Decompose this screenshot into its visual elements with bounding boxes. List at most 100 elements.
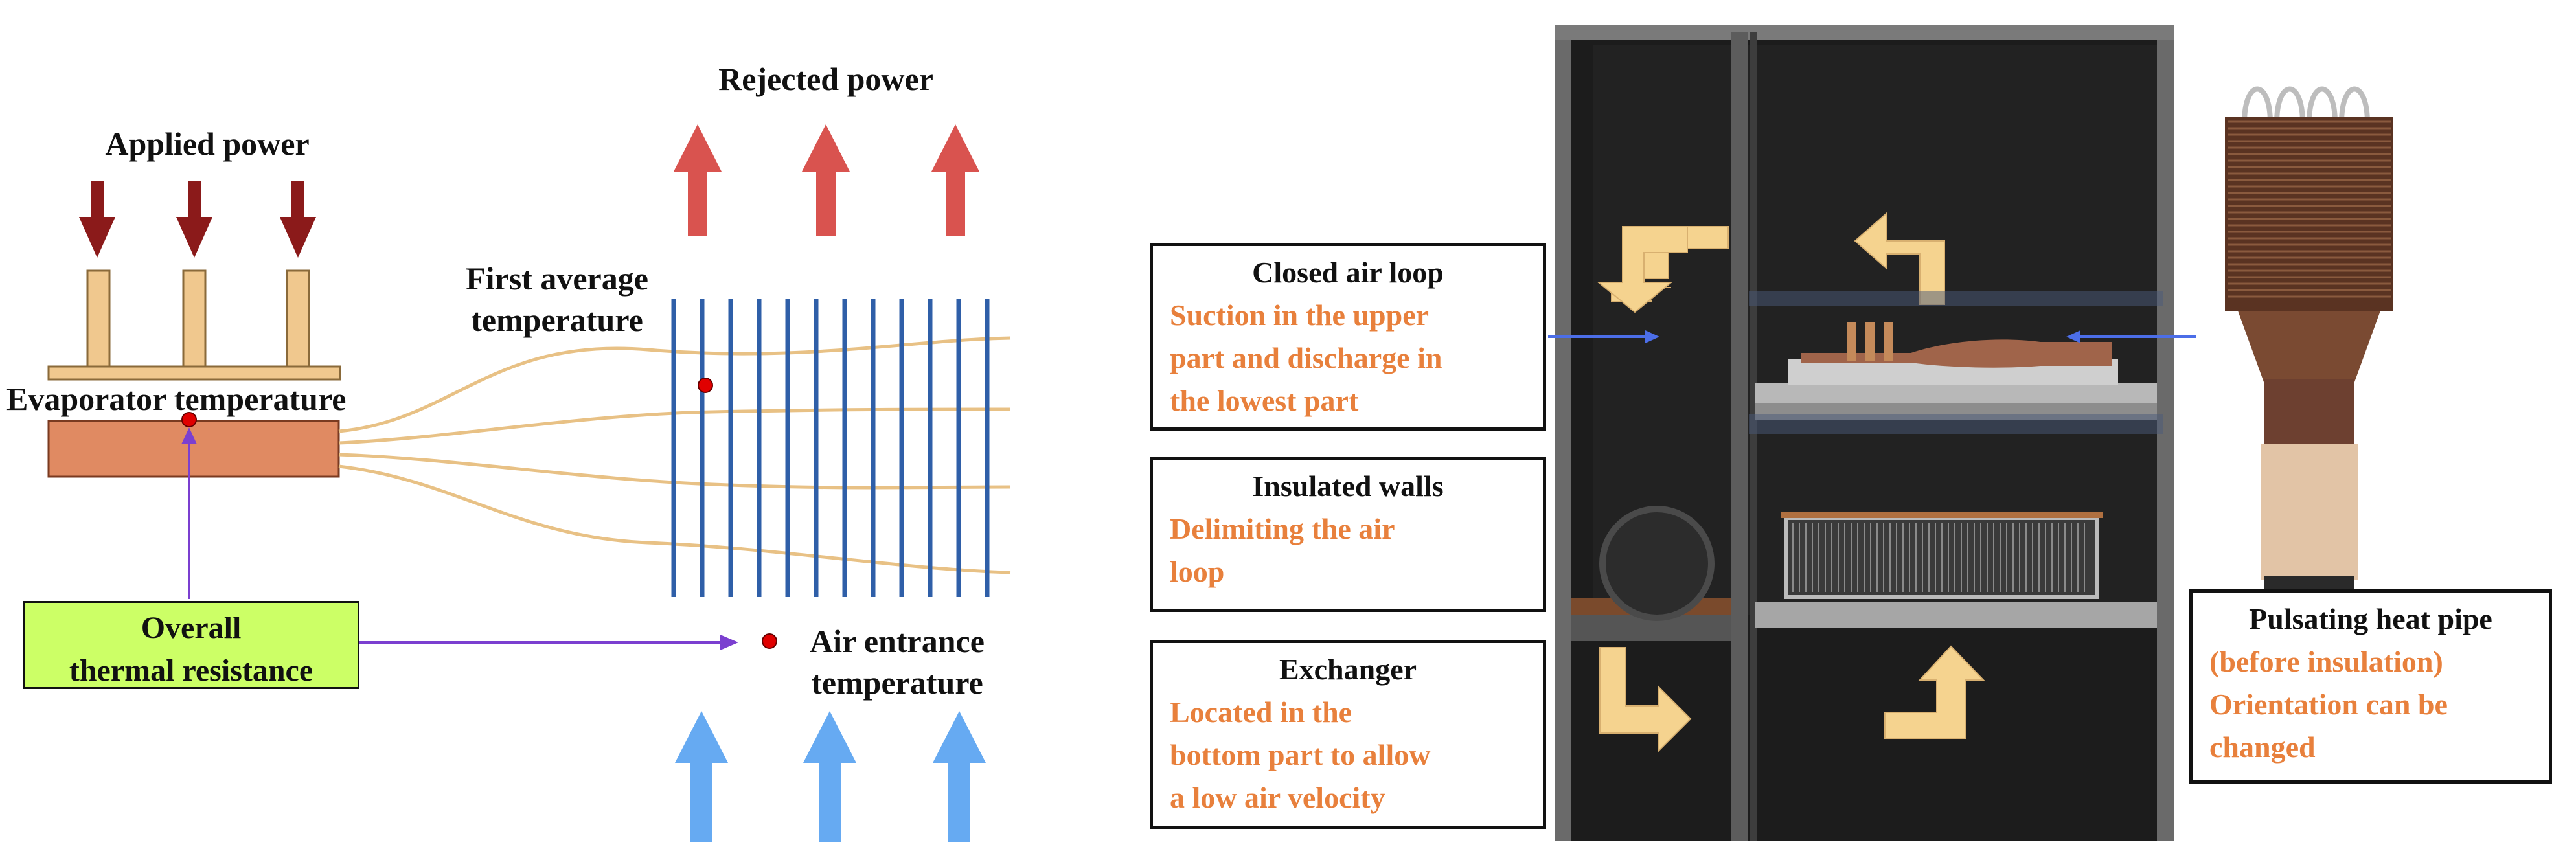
body-line: the lowest part xyxy=(1170,384,1359,417)
exchanger-pipe xyxy=(1781,512,2103,518)
callout-closed-air-loop: Closed air loop Suction in the upper par… xyxy=(1150,243,1546,431)
body-line: (before insulation) xyxy=(2209,645,2443,678)
callout-body: Delimiting the air loop xyxy=(1170,508,1526,593)
arrow-down-icon xyxy=(79,181,115,258)
callout-body: Located in the bottom part to allow a lo… xyxy=(1170,691,1526,819)
loop xyxy=(2242,86,2273,124)
lower-shelf xyxy=(1755,602,2157,628)
pointer-head xyxy=(1645,330,1659,343)
air-entrance-temperature-label: Air entrance temperature xyxy=(777,620,1017,703)
pipe-line xyxy=(338,453,1011,490)
php-fin-block xyxy=(2225,117,2393,311)
first-average-temp-marker xyxy=(698,378,713,393)
overlay-band xyxy=(1749,414,2163,434)
frame-mid-post xyxy=(1731,32,1748,841)
loop xyxy=(2274,86,2305,124)
arrow-up-icon xyxy=(933,711,986,842)
air-entrance-line-2: temperature xyxy=(811,664,983,701)
rig-clamp xyxy=(1847,322,1856,361)
body-line: Located in the xyxy=(1170,696,1352,729)
fin-lines xyxy=(671,299,990,597)
body-line: Suction in the upper xyxy=(1170,299,1430,332)
pin xyxy=(286,269,310,369)
body-line: bottom part to allow xyxy=(1170,738,1431,771)
elbow-arrow-icon xyxy=(1599,647,1692,753)
air-inlet-arrows xyxy=(675,711,986,842)
callout-pointers xyxy=(1548,330,2196,343)
callout-insulated-walls: Insulated walls Delimiting the air loop xyxy=(1150,457,1546,612)
arrow-head xyxy=(720,635,738,650)
resistance-line-2: thermal resistance xyxy=(69,653,313,688)
body-line: Delimiting the air xyxy=(1170,512,1395,545)
body-line: loop xyxy=(1170,555,1225,588)
body-line: Orientation can be xyxy=(2209,688,2448,721)
thermal-schematic xyxy=(47,124,1011,842)
heat-pipe-pins xyxy=(47,269,341,381)
callout-title: Insulated walls xyxy=(1252,470,1444,503)
callout-body: Suction in the upper part and discharge … xyxy=(1170,294,1526,422)
fan-unit xyxy=(1599,506,1715,621)
pin xyxy=(86,269,111,369)
upper-shelf xyxy=(1755,383,2157,403)
callout-body: (before insulation) Orientation can be c… xyxy=(2209,640,2532,769)
pipe-line xyxy=(338,464,1011,574)
body-line: part and discharge in xyxy=(1170,341,1442,374)
rejected-power-label: Rejected power xyxy=(718,61,933,97)
evaporator-temp-marker xyxy=(181,412,197,427)
exchanger-fins xyxy=(1792,523,2085,592)
rejected-power-arrows xyxy=(674,124,979,236)
frame-top xyxy=(1555,25,2174,40)
elbow-arrow-icon xyxy=(1884,645,1985,739)
first-average-line-2: temperature xyxy=(471,302,643,338)
pipe-line xyxy=(338,336,1011,433)
php-insulation xyxy=(2261,444,2358,580)
arrow-up-icon xyxy=(674,124,722,236)
first-average-temperature-label: First average temperature xyxy=(421,258,693,341)
resistance-indicators xyxy=(181,427,738,650)
arrow-up-icon xyxy=(803,711,856,842)
frame-left xyxy=(1555,25,1571,841)
evaporator-block xyxy=(47,420,340,478)
callout-title: Closed air loop xyxy=(1252,256,1444,289)
loop xyxy=(2339,86,2370,124)
pulsating-heat-pipe-photo xyxy=(2225,86,2393,600)
php-loops xyxy=(2242,86,2370,124)
arrow-up-icon xyxy=(802,124,850,236)
evaporator-temperature-label: Evaporator temperature xyxy=(6,381,347,417)
top-plate xyxy=(47,365,341,381)
frame-post-2 xyxy=(1750,32,1757,841)
arrow-head xyxy=(181,427,197,444)
overall-thermal-resistance-box: Overall thermal resistance xyxy=(23,601,359,689)
callout-pulsating-heat-pipe: Pulsating heat pipe (before insulation) … xyxy=(2189,589,2552,784)
php-neck xyxy=(2238,311,2380,382)
first-average-line-1: First average xyxy=(466,260,648,297)
arrow-up-icon xyxy=(675,711,728,842)
airflow-loop-arrows xyxy=(1597,212,1985,753)
air-entrance-line-1: Air entrance xyxy=(810,623,985,659)
arrow-up-icon xyxy=(931,124,979,236)
air-entrance-temp-marker xyxy=(762,633,777,649)
heat-pipe-lines xyxy=(338,336,1011,574)
rig-heat-pipe xyxy=(1801,339,2112,368)
pin xyxy=(182,269,207,369)
body-line: changed xyxy=(2209,730,2316,764)
applied-power-arrows xyxy=(79,181,316,258)
overlay-band xyxy=(1749,291,2163,306)
callout-title: Exchanger xyxy=(1279,653,1417,686)
pipe-line xyxy=(338,407,1011,445)
elbow-arrow-icon xyxy=(1854,212,1945,305)
body-line: a low air velocity xyxy=(1170,781,1385,814)
pointer-head xyxy=(2066,330,2080,343)
arrow-down-icon xyxy=(280,181,316,258)
arrow-down-icon xyxy=(176,181,212,258)
applied-power-label: Applied power xyxy=(105,126,310,162)
test-bench-photo xyxy=(1548,25,2196,841)
php-fins xyxy=(2228,120,2391,298)
elbow-arrow-icon xyxy=(1597,226,1688,313)
rig-clamp xyxy=(1865,322,1875,361)
loop xyxy=(2307,86,2338,124)
callout-title: Pulsating heat pipe xyxy=(2249,602,2492,635)
resistance-line-1: Overall xyxy=(141,611,242,645)
php-tubes xyxy=(2264,379,2354,450)
